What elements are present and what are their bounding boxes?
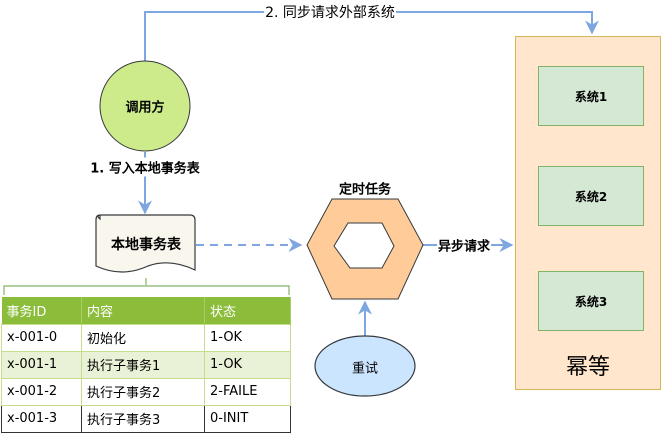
async-request-label: 异步请求 (436, 235, 492, 255)
system-3-node: 系统3 (538, 271, 644, 331)
caller-label: 调用方 (125, 100, 165, 116)
external-systems-container: 系统1 系统2 系统3 幂等 (515, 36, 661, 390)
header-tx-id: 事务ID (1, 297, 82, 324)
retry-label: 重试 (351, 361, 379, 377)
system-2-node: 系统2 (538, 166, 644, 226)
local-table-label: 本地事务表 (111, 237, 181, 253)
sync-request-label: 2. 同步请求外部系统 (264, 2, 396, 22)
idempotent-label: 幂等 (565, 355, 610, 380)
cell-content: 执行子事务3 (81, 404, 205, 433)
cell-content: 执行子事务2 (81, 377, 205, 406)
write-local-label: 1. 写入本地事务表 (89, 157, 201, 177)
table-row: x-001-0 初始化 1-OK (1, 323, 291, 352)
cell-status: 2-FAILE (204, 377, 291, 406)
cell-tx-id: x-001-3 (1, 404, 82, 433)
table-row: x-001-3 执行子事务3 0-INIT (1, 404, 291, 433)
table-row: x-001-1 执行子事务1 1-OK (1, 350, 291, 379)
cell-tx-id: x-001-1 (1, 350, 82, 379)
cell-content: 执行子事务1 (81, 350, 205, 379)
retry-node (314, 335, 416, 397)
system-1-node: 系统1 (538, 66, 644, 126)
header-status: 状态 (204, 297, 291, 324)
scheduler-label: 定时任务 (338, 182, 392, 198)
cell-status: 0-INIT (204, 404, 291, 433)
cell-tx-id: x-001-0 (1, 323, 82, 352)
cell-status: 1-OK (204, 323, 291, 352)
local-table-node (95, 214, 196, 273)
table-row: x-001-2 执行子事务2 2-FAILE (1, 377, 291, 406)
transaction-table: 事务ID 内容 状态 x-001-0 初始化 1-OK x-001-1 执行子事… (1, 297, 291, 433)
scheduler-inner-hole (333, 222, 395, 269)
cell-content: 初始化 (81, 323, 205, 352)
caller-node (99, 60, 191, 152)
table-bracket (3, 278, 290, 295)
table-header-row: 事务ID 内容 状态 (1, 297, 291, 324)
cell-status: 1-OK (204, 350, 291, 379)
cell-tx-id: x-001-2 (1, 377, 82, 406)
header-content: 内容 (81, 297, 205, 324)
